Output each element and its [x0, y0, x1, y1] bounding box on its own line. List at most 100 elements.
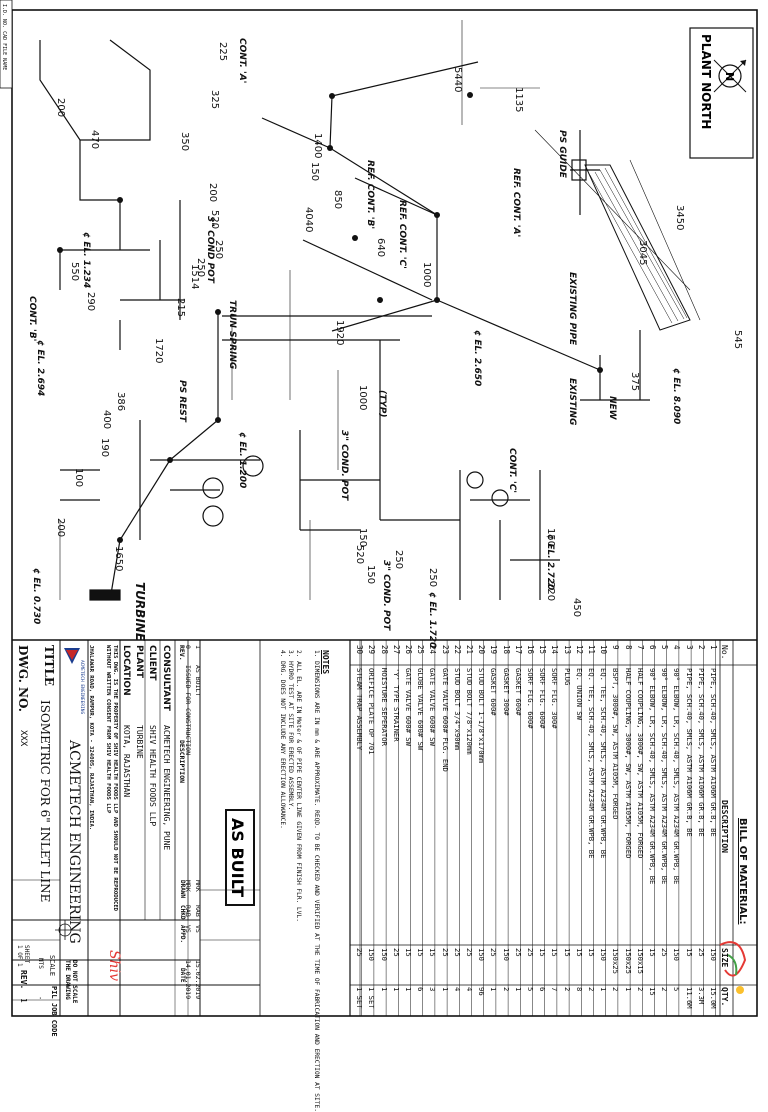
bom-cell-size: 150 — [709, 948, 718, 961]
bom-cell-size: 25 — [452, 948, 462, 957]
bom-header-size: SIZE — [720, 948, 729, 968]
bom-cell-qty: 1 — [599, 987, 609, 992]
bom-cell-qty: 15 — [648, 987, 657, 996]
label-ref-cont-b: REF. CONT. 'B' — [365, 160, 375, 229]
dim-1400: 1400 — [312, 133, 323, 158]
dim-375: 375 — [629, 372, 640, 391]
bom-cell-no: 6 — [648, 645, 657, 650]
dim-220: 220 — [545, 582, 556, 601]
revision-cell-description: AS BUILT — [194, 665, 202, 697]
bom-cell-no: 3 — [684, 645, 694, 650]
isometric-labels: CONT. 'A' CONT. 'B' CONT. 'C' REF. CONT.… — [27, 38, 681, 648]
dim-1720: 1720 — [153, 338, 164, 363]
bom-cell-description: GASKET 600# — [513, 668, 523, 716]
bom-cell-size: 25 — [513, 948, 523, 957]
bom-cell-qty: 1 — [489, 987, 499, 992]
bom-cell-description: PIPE, SCH.40, SMLS, ASTM A106M GR.B, BE — [709, 668, 718, 837]
bom-cell-description: STEAM TRAP ASSEMBLY — [355, 668, 365, 751]
dim-215: 215 — [175, 298, 186, 317]
bom-cell-qty: 4 — [465, 987, 474, 992]
bom-cell-no: 8 — [623, 645, 633, 650]
bom-cell-size: 15 — [404, 948, 413, 957]
note-1: 1. DIMENSIONS ARE IN mm & ARE APPROXIMAT… — [313, 650, 320, 1112]
rev-label: REV. — [19, 970, 28, 990]
bom-cell-no: 24 — [428, 645, 438, 655]
label-el-1720: ¢ EL. 1.720 — [427, 592, 437, 648]
dim-150: 150 — [309, 162, 320, 181]
bom-cell-size: 150x25 — [623, 948, 633, 974]
revision-cell-drawn: MRK — [184, 880, 192, 892]
bom-cell-size: 15 — [684, 948, 694, 957]
corner-box — [0, 0, 13, 89]
dim-450: 450 — [571, 598, 582, 617]
bom-cell-size: 25 — [526, 948, 535, 957]
bom-header-qty: QTY. — [720, 987, 729, 1007]
revision-cell-chkd: RAB — [194, 905, 202, 917]
pil-job-code-label: PIL JOB CODE — [50, 986, 58, 1037]
dim-100: 100 — [73, 468, 84, 487]
bom-cell-description: 90° ELBOW, LR, SCH.40, SMLS, ASTM A234M … — [672, 668, 682, 885]
bom-cell-description: 90° ELBOW, LR, SCH.40, SMLS, ASTM A234M … — [648, 668, 657, 885]
bom-cell-description: HALF COUPLING, 3000#, SW, ASTM A105M, FO… — [635, 668, 645, 859]
scale-value: NTS — [37, 958, 44, 969]
dwg-no-value: XXX — [18, 730, 28, 747]
property-note: THIS DWG. IS THE PROPERTY OF SHIV HEALTH… — [105, 645, 118, 912]
bom-cell-qty: 3 — [428, 987, 438, 992]
bom-cell-qty: 15.0M — [709, 987, 718, 1009]
bom-cell-no: 25 — [416, 645, 426, 655]
dim-150b: 150 — [357, 528, 368, 547]
label-existing: EXISTING — [567, 378, 577, 425]
bom-cell-description: STUD BOLT 3/4"x90mm — [452, 668, 462, 751]
corner-label: I.D. NO. CAD FILE NAME — [1, 4, 7, 70]
label-trun-spring: TRUN SPRING — [227, 300, 237, 369]
bom-cell-size: 15 — [574, 948, 584, 957]
bom-cell-description: EQ. UNION SW — [574, 668, 584, 720]
title-value: ISOMETRIC FOR 6" INLET LINE — [38, 700, 52, 903]
bom-cell-no: 15 — [538, 645, 548, 655]
bom-cell-description: PIPE, SCH.40, SMLS, ASTM A106M GR.B, BE — [696, 668, 706, 837]
bom-cell-no: 13 — [562, 645, 572, 655]
rev-value: 1 — [19, 998, 28, 1003]
bom-cell-qty: 6 — [538, 987, 548, 992]
bom-cell-size: 25 — [355, 948, 365, 957]
bom-cell-no: 28 — [379, 645, 389, 655]
dim-550: 550 — [69, 262, 80, 281]
client-label: CLIENT — [147, 645, 157, 681]
dim-250d: 250 — [427, 568, 438, 587]
label-new: NEW — [607, 396, 617, 421]
do-not-scale-note: DO NOT SCALE THE DRAWING — [64, 960, 78, 1004]
bom-cell-qty: 1 — [391, 987, 401, 992]
bom-cell-qty: 5 — [526, 987, 535, 992]
label-existing-pipe: EXISTING PIPE — [567, 272, 577, 346]
bom-cell-qty: 2 — [562, 987, 572, 992]
bom-cell-description: HALF COUPLING, 3000#, SW, ASTM A105M, FO… — [623, 668, 633, 859]
dim-1920: 1920 — [334, 320, 345, 345]
bom-cell-no: 19 — [489, 645, 499, 655]
bom-cell-qty: 2 — [611, 987, 621, 992]
bom-cell-size: 25 — [440, 948, 450, 957]
shiv-logo-text: Shiv — [106, 950, 122, 981]
isometric-drawing-sheet: I.D. NO. CAD FILE NAME N PLANT NORTH — [0, 0, 758, 1017]
dim-1514: 1514 — [189, 264, 200, 289]
north-box — [689, 27, 754, 159]
dim-470: 470 — [89, 130, 100, 149]
bom-cell-size: 15 — [550, 948, 560, 957]
bom-cell-description: GATE VALVE 600# SW — [404, 668, 413, 746]
bom-cell-size: 15 — [587, 948, 596, 957]
revision-cell-date: 15.02.2019 — [194, 960, 202, 1000]
bom-cell-description: PLUG — [562, 668, 572, 686]
label-el-2650: ¢ EL. 2.650 — [472, 330, 482, 386]
bom-cell-no: 27 — [391, 645, 401, 655]
bom-cell-no: 21 — [465, 645, 474, 655]
as-built-stamp-box — [225, 809, 255, 906]
note-4: 4. DRG. DOES NOT INCLUDE ANY ERECTION AL… — [279, 650, 286, 829]
plant-north-label: PLANT NORTH — [699, 34, 713, 129]
bom-cell-qty: 1 — [404, 987, 413, 992]
dim-3450: 3450 — [674, 205, 685, 230]
bom-cell-no: 11 — [587, 645, 596, 655]
dim-250: 250 — [213, 240, 224, 259]
label-cont-a-top: CONT. 'A' — [237, 38, 247, 83]
bom-cell-description: MOISTURE SEPERATOR — [379, 668, 389, 746]
bom-cell-description: GASKET 300# — [501, 668, 511, 716]
projection-symbol-icon — [55, 920, 75, 940]
